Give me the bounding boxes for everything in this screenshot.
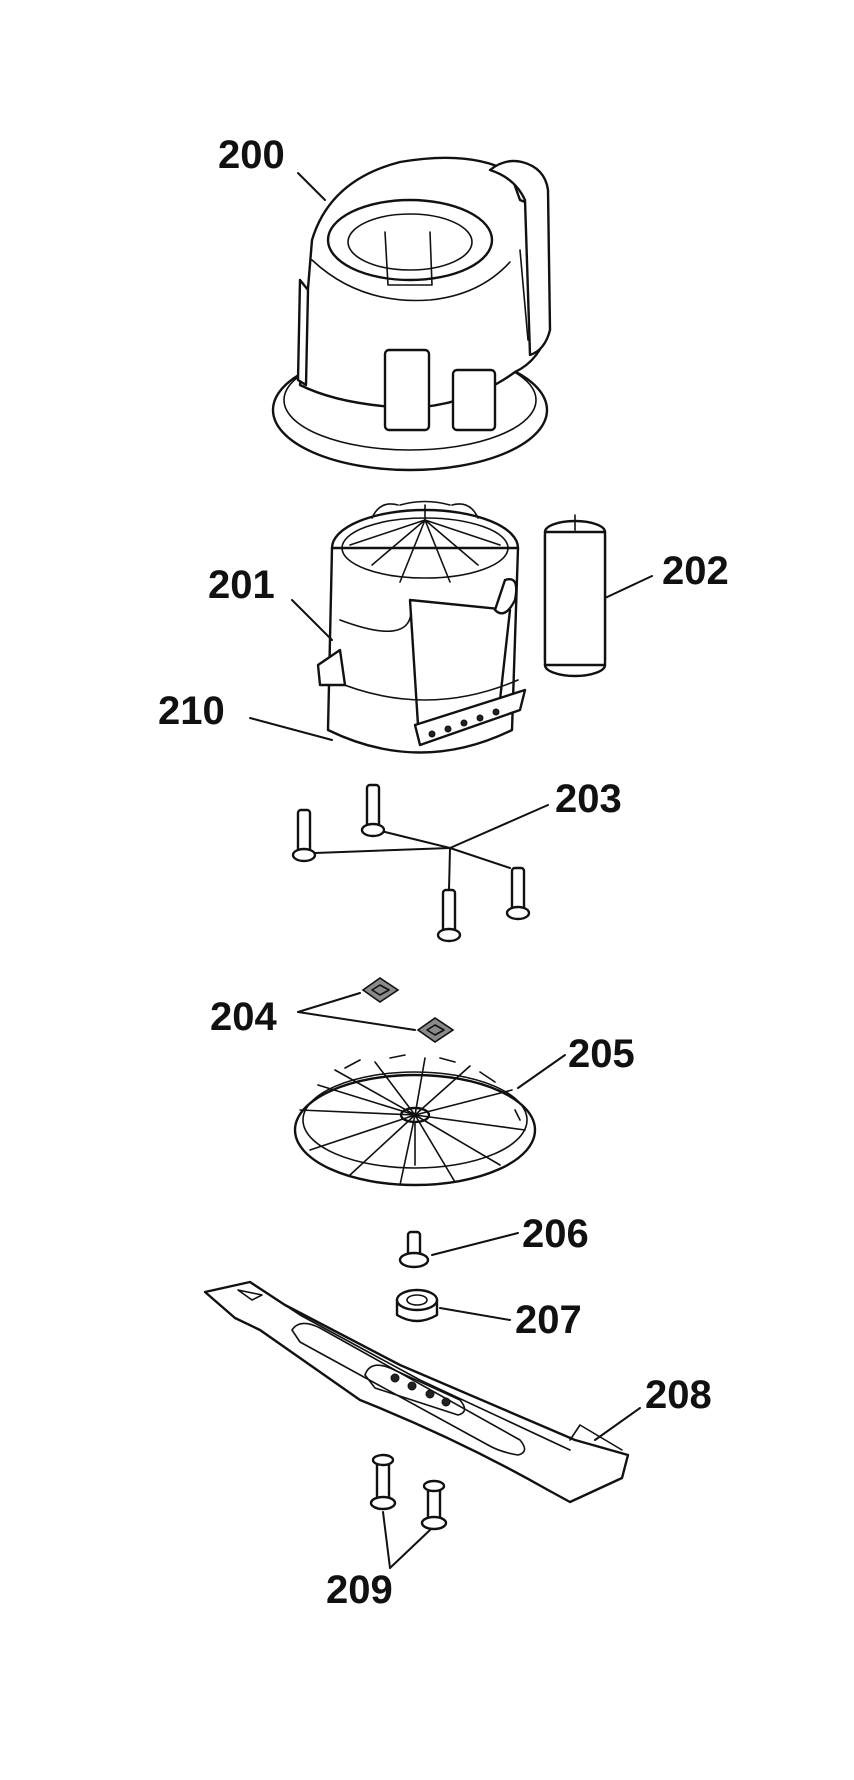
label-203-text: 203 [555, 777, 622, 821]
label-208: 208 [594, 1373, 712, 1441]
label-204: 204 [210, 992, 416, 1039]
label-210-text: 210 [158, 689, 225, 733]
label-207-text: 207 [515, 1298, 582, 1342]
screw-203-d [436, 888, 462, 943]
label-205-text: 205 [568, 1032, 635, 1076]
label-205: 205 [517, 1032, 635, 1089]
screw-209-b [420, 1479, 448, 1531]
label-209-text: 209 [326, 1568, 393, 1612]
part-205-fan [293, 1054, 537, 1187]
label-201: 201 [208, 563, 333, 641]
label-201-text: 201 [208, 563, 275, 607]
screw-209-a [369, 1453, 397, 1511]
label-202-text: 202 [662, 549, 729, 593]
screw-203-b [360, 783, 386, 838]
part-202-capacitor [543, 514, 607, 678]
part-200-motor-housing [271, 156, 552, 472]
screw-203-c [505, 866, 531, 921]
screw-203-a [291, 808, 317, 863]
label-204-text: 204 [210, 995, 277, 1039]
label-210: 210 [158, 689, 333, 741]
part-203-screws [291, 783, 531, 943]
label-202: 202 [604, 549, 729, 599]
part-201-motor [316, 500, 527, 754]
label-208-text: 208 [645, 1373, 712, 1417]
nut-204-a [361, 977, 400, 1003]
label-206-text: 206 [522, 1212, 589, 1256]
nut-204-b [416, 1017, 455, 1043]
label-200: 200 [218, 133, 326, 201]
part-206-bolt [398, 1230, 430, 1269]
part-208-blade [203, 1280, 630, 1504]
part-204-nuts [361, 977, 455, 1043]
label-203: 203 [314, 777, 622, 891]
label-200-text: 200 [218, 133, 285, 177]
label-206: 206 [431, 1212, 589, 1256]
part-207-spacer [395, 1288, 439, 1323]
label-207: 207 [439, 1298, 582, 1342]
part-209-screws [369, 1453, 448, 1531]
label-209: 209 [326, 1511, 431, 1612]
